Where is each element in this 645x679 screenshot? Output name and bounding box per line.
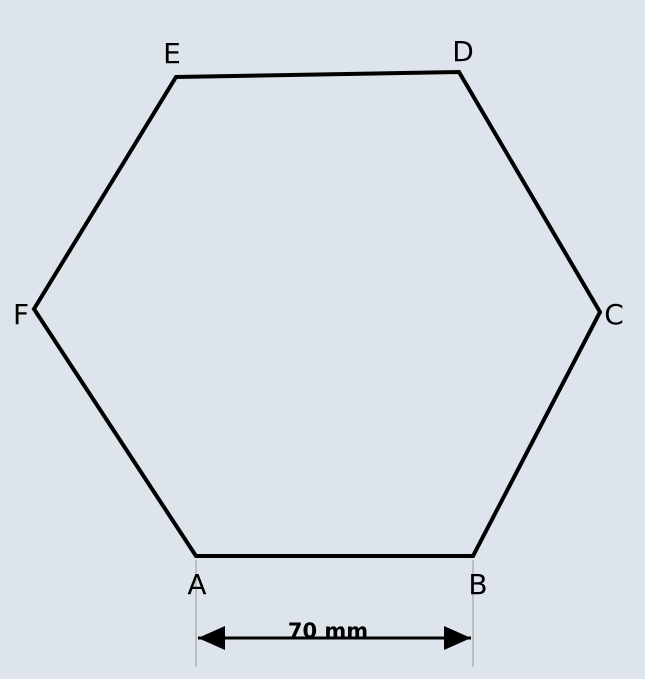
vertex-label-e: E [163, 37, 181, 70]
vertex-label-c: C [604, 298, 624, 331]
vertex-label-b: B [468, 568, 487, 601]
hexagon-shape [31, 69, 603, 558]
vertex-label-a: A [187, 568, 206, 601]
vertex-label-f: F [13, 298, 29, 331]
dimension-label: 70 mm [288, 619, 368, 643]
vertex-label-d: D [452, 35, 474, 68]
